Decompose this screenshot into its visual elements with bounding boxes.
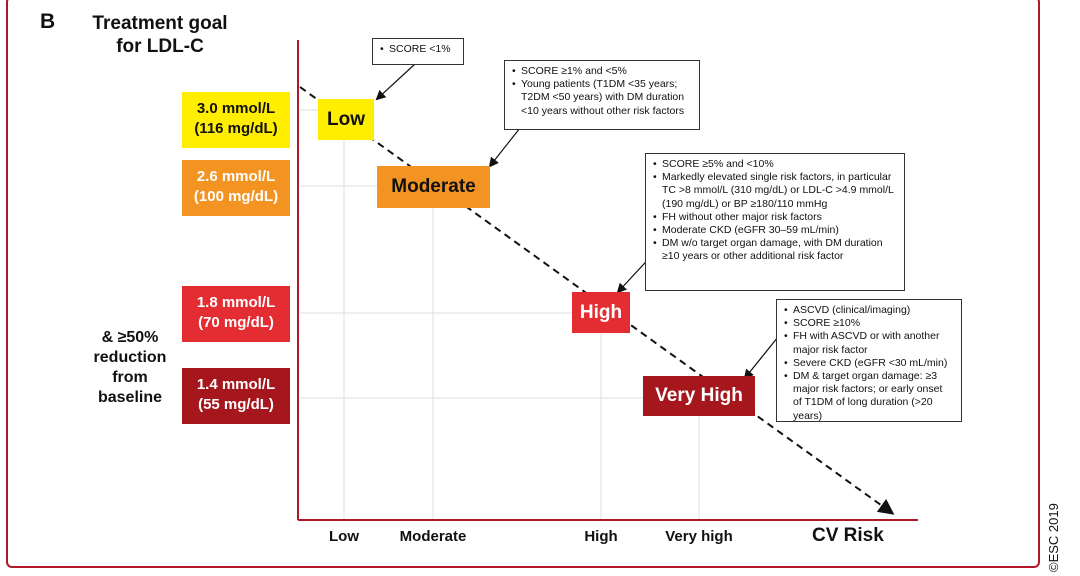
target-2-6: 2.6 mmol/L (100 mg/dL) [182, 160, 290, 216]
callout-arrow-low [375, 63, 416, 101]
goal-title-line-2: for LDL-C [116, 36, 204, 57]
note-item: DM & target organ damage: ≥3 major risk … [784, 370, 954, 423]
note-item: Severe CKD (eGFR <30 mL/min) [784, 357, 954, 370]
risk-box-label: Low [327, 108, 365, 130]
note-item: FH with ASCVD or with another major risk… [784, 330, 954, 356]
note-item: FH without other major risk factors [653, 211, 897, 224]
target-mmol: 3.0 mmol/L [196, 100, 276, 117]
risk-box-label: Moderate [391, 176, 476, 197]
target-3-0: 3.0 mmol/L (116 mg/dL) [182, 92, 290, 148]
x-tick-high: High [584, 528, 618, 545]
risk-box-high: High [572, 292, 630, 333]
note-item: SCORE <1% [380, 43, 456, 56]
note-item: Markedly elevated single risk factors, i… [653, 171, 897, 211]
reduction-line: reduction [93, 349, 167, 366]
copyright-notice: ©ESC 2019 [1046, 503, 1061, 572]
reduction-line: from [112, 369, 148, 386]
callout-arrow-very-high [743, 336, 779, 380]
note-very-high: ASCVD (clinical/imaging) SCORE ≥10% FH w… [776, 299, 962, 422]
callout-arrow-moderate [488, 127, 521, 168]
risk-box-label: High [579, 301, 623, 323]
treatment-goal-title: Treatment goal for LDL-C [60, 12, 260, 58]
note-high: SCORE ≥5% and <10% Markedly elevated sin… [645, 153, 905, 291]
note-item: ASCVD (clinical/imaging) [784, 304, 954, 317]
panel-letter: B [40, 10, 56, 33]
target-mmol: 2.6 mmol/L [196, 168, 276, 185]
target-mgdl: (100 mg/dL) [193, 188, 279, 205]
target-mgdl: (116 mg/dL) [194, 120, 278, 137]
target-mmol: 1.8 mmol/L [196, 294, 276, 311]
note-item: SCORE ≥10% [784, 317, 954, 330]
x-tick-low: Low [329, 528, 359, 545]
risk-box-low: Low [318, 99, 374, 140]
reduction-line: & ≥50% [101, 329, 159, 346]
note-item: Young patients (T1DM <35 years; T2DM <50… [512, 78, 692, 118]
target-mmol: 1.4 mmol/L [196, 376, 276, 393]
note-moderate: SCORE ≥1% and <5% Young patients (T1DM <… [504, 60, 700, 130]
goal-title-line-1: Treatment goal [92, 13, 228, 34]
reduction-line: baseline [97, 389, 163, 406]
target-mgdl: (70 mg/dL) [198, 314, 274, 331]
x-tick-very-high: Very high [665, 528, 733, 545]
target-1-4: 1.4 mmol/L (55 mg/dL) [182, 368, 290, 424]
x-axis-title: CV Risk [812, 525, 884, 546]
target-mgdl: (55 mg/dL) [198, 396, 274, 413]
x-tick-moderate: Moderate [399, 528, 467, 545]
risk-box-very-high: Very High [643, 376, 755, 416]
target-1-8: 1.8 mmol/L (70 mg/dL) [182, 286, 290, 342]
reduction-label: & ≥50% reduction from baseline [80, 328, 180, 408]
note-item: SCORE ≥5% and <10% [653, 158, 897, 171]
note-item: Moderate CKD (eGFR 30–59 mL/min) [653, 224, 897, 237]
note-item: DM w/o target organ damage, with DM dura… [653, 237, 897, 263]
risk-box-moderate: Moderate [377, 166, 490, 208]
figure-frame [6, 0, 1040, 568]
note-item: SCORE ≥1% and <5% [512, 65, 692, 78]
note-low: SCORE <1% [372, 38, 464, 65]
risk-box-label: Very High [655, 385, 743, 406]
